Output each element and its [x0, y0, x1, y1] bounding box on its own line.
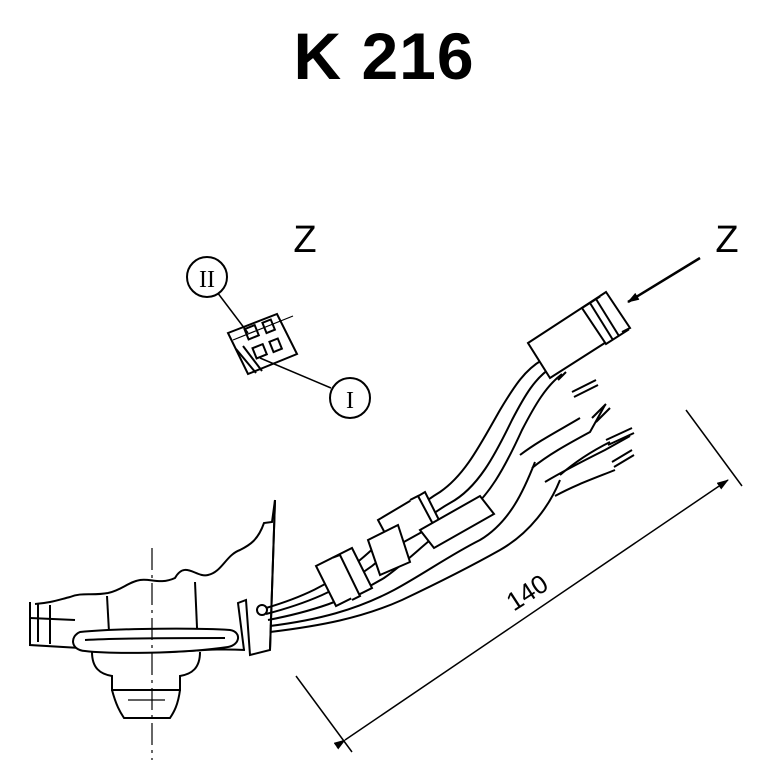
dimension-label: 140	[501, 568, 554, 617]
view-arrow-label: Z	[715, 219, 738, 261]
view-label-z: Z	[293, 219, 316, 261]
wire-pins	[557, 371, 635, 468]
dimension-140	[295, 409, 743, 753]
cable-harness	[265, 359, 631, 633]
callout-ii-label: II	[199, 267, 215, 293]
connector-plug	[526, 290, 632, 380]
callout-i-label: I	[346, 388, 354, 414]
drawing-title: K 216	[293, 19, 475, 93]
view-arrow: Z	[627, 219, 739, 304]
sensor-body	[29, 499, 276, 719]
callout-i: I	[259, 357, 371, 419]
callout-ii: II	[186, 256, 249, 334]
shrink-sleeves	[314, 490, 496, 608]
connector-detail	[226, 312, 299, 376]
